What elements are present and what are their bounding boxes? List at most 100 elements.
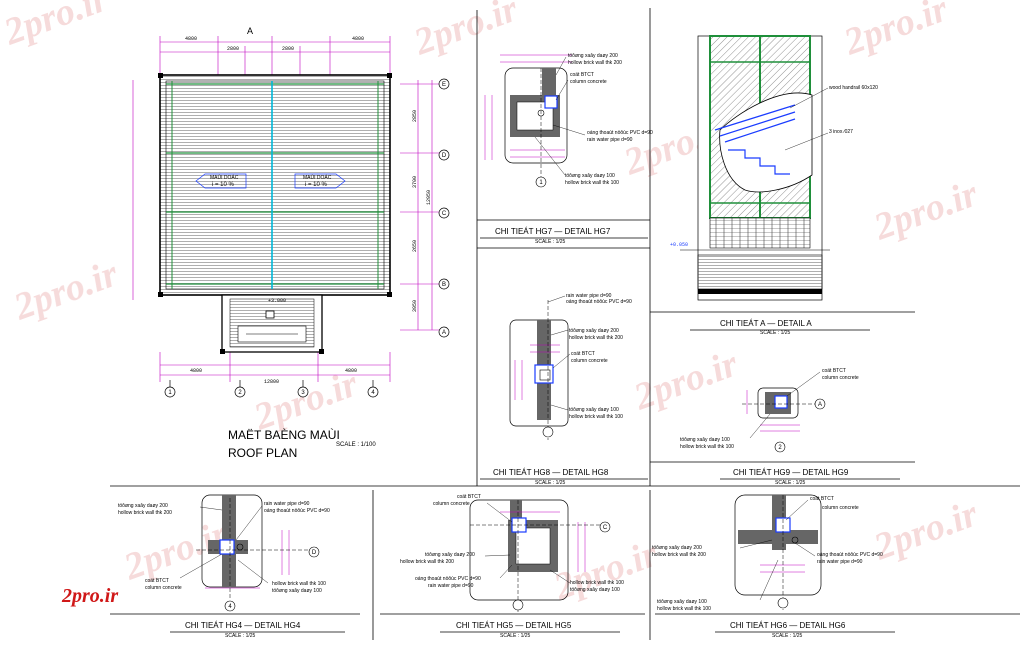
watermark-layer: 2pro.ir 2pro.ir 2pro.ir 2pro.ir 2pro.ir … bbox=[0, 0, 984, 609]
hg6-scale: SCALE : 1/25 bbox=[772, 633, 803, 639]
sheet-frame bbox=[110, 8, 1020, 640]
hg8-title: CHI TIEÁT HG8 — DETAIL HG8 bbox=[493, 468, 609, 477]
hg9-note-2: column concrete bbox=[822, 375, 859, 381]
grid-bubble-c: C bbox=[442, 211, 447, 217]
dim-right-4: 3950 bbox=[412, 300, 418, 312]
dim-top-3: 2800 bbox=[282, 46, 294, 52]
hg7-note-8: hollow brick wall thk 100 bbox=[565, 180, 619, 186]
dim-bottom-1: 4800 bbox=[190, 368, 202, 374]
hg7-scale: SCALE : 1/25 bbox=[535, 239, 566, 245]
svg-text:2pro.ir: 2pro.ir bbox=[548, 532, 665, 609]
hg5-note-5: oáng thoaùt nöôùc PVC d=90 bbox=[415, 576, 481, 582]
hg4-title: CHI TIEÁT HG4 — DETAIL HG4 bbox=[185, 621, 301, 630]
hg6-note-1: coät BTCT bbox=[810, 496, 834, 502]
hg7-note-7: töôøng xaây daøy 100 bbox=[565, 173, 615, 179]
hg4-grid-4: 4 bbox=[228, 604, 232, 610]
dim-top-2: 2800 bbox=[227, 46, 239, 52]
hg7-note-4: column concrete bbox=[570, 79, 607, 85]
canopy-level: +3.000 bbox=[268, 298, 286, 304]
svg-text:2pro.ir: 2pro.ir bbox=[838, 0, 955, 64]
hg8-scale: SCALE : 1/25 bbox=[535, 480, 566, 486]
svg-text:2pro.ir: 2pro.ir bbox=[61, 585, 118, 607]
dim-right-3: 2650 bbox=[412, 240, 418, 252]
detail-a-title: CHI TIEÁT A — DETAIL A bbox=[720, 319, 812, 328]
hg6-note-2: column concrete bbox=[822, 505, 859, 511]
hg6-note-6: rain water pipe d=90 bbox=[817, 559, 863, 565]
detail-a-scale: SCALE : 1/25 bbox=[760, 330, 791, 336]
hg8-note-7: töôøng xaây daøy 100 bbox=[569, 407, 619, 413]
hg5-note-7: hollow brick wall thk 100 bbox=[570, 580, 624, 586]
hg5-title: CHI TIEÁT HG5 — DETAIL HG5 bbox=[456, 621, 572, 630]
hg4-grid-d: D bbox=[312, 550, 317, 556]
svg-text:2pro.ir: 2pro.ir bbox=[868, 492, 985, 569]
roof-plan-title-vn: MAËT BAÈNG MAÙI bbox=[228, 427, 340, 442]
dim-right-total: 12950 bbox=[426, 190, 432, 205]
hg6-note-8: hollow brick wall thk 100 bbox=[657, 606, 711, 612]
hg4-note-2: hollow brick wall thk 200 bbox=[118, 510, 172, 516]
roof-plan: 4800 2800 2800 4800 4800 12800 4800 2850… bbox=[132, 26, 450, 460]
hg9-note-3: töôøng xaây daøy 100 bbox=[680, 437, 730, 443]
detail-a-note-2: 3 inox ∕027 bbox=[829, 129, 853, 135]
hg8-note-1: rain water pipe d=90 bbox=[566, 293, 612, 299]
hg9-grid-a: A bbox=[818, 402, 822, 408]
hg6-note-7: töôøng xaây daøy 100 bbox=[657, 599, 707, 605]
hg8-note-2: oáng thoaùt nöôùc PVC d=90 bbox=[566, 299, 632, 305]
dim-right-2: 3700 bbox=[412, 176, 418, 188]
grid-bubble-e: E bbox=[442, 82, 446, 88]
dim-bottom-3: 4800 bbox=[345, 368, 357, 374]
hg8-note-5: coät BTCT bbox=[571, 351, 595, 357]
hg8-note-6: column concrete bbox=[571, 358, 608, 364]
detail-hg9: A 2 coät BTCT column concrete töôøng xaâ… bbox=[680, 368, 859, 486]
dim-bottom-2: 12800 bbox=[264, 379, 279, 385]
hg7-note-5: oáng thoaùt nöôùc PVC d=90 bbox=[587, 130, 653, 136]
hg5-grid-c: C bbox=[603, 525, 608, 531]
detail-hg6: coät BTCT column concrete töôøng xaây da… bbox=[652, 494, 883, 639]
hg4-note-3: rain water pipe d=90 bbox=[264, 501, 310, 507]
grid-bubble-b: B bbox=[442, 282, 446, 288]
grid-bubble-4: 4 bbox=[371, 390, 375, 396]
dim-top-4: 4800 bbox=[352, 36, 364, 42]
hg8-note-4: hollow brick wall thk 200 bbox=[569, 335, 623, 341]
hg5-note-1: coät BTCT bbox=[457, 494, 481, 500]
hg4-note-4: oáng thoaùt nöôùc PVC d=90 bbox=[264, 508, 330, 514]
slope-left-label: MAÙI DOÁC bbox=[210, 174, 239, 181]
grid-bubble-1: 1 bbox=[168, 390, 172, 396]
hg4-note-1: töôøng xaây daøy 200 bbox=[118, 503, 168, 509]
hg4-note-5: coät BTCT bbox=[145, 578, 169, 584]
hg4-scale: SCALE : 1/25 bbox=[225, 633, 256, 639]
hg4-note-8: töôøng xaây daøy 100 bbox=[272, 588, 322, 594]
slope-right-label: MAÙI DOÁC bbox=[303, 174, 332, 181]
svg-text:2pro.ir: 2pro.ir bbox=[868, 172, 985, 249]
detail-hg8: rain water pipe d=90 oáng thoaùt nöôùc P… bbox=[493, 293, 632, 486]
dim-top-1: 4800 bbox=[185, 36, 197, 42]
grid-bubble-2: 2 bbox=[238, 390, 242, 396]
hg8-note-3: töôøng xaây daøy 200 bbox=[569, 328, 619, 334]
brand-logo: 2pro.ir bbox=[61, 585, 118, 607]
hg7-note-2: hollow brick wall thk 200 bbox=[568, 60, 622, 66]
hg7-note-1: töôøng xaây daøy 200 bbox=[568, 53, 618, 59]
svg-text:2pro.ir: 2pro.ir bbox=[0, 0, 114, 54]
svg-text:2pro.ir: 2pro.ir bbox=[8, 252, 125, 329]
hg6-note-4: hollow brick wall thk 200 bbox=[652, 552, 706, 558]
section-label-a: A bbox=[247, 26, 253, 36]
hg7-grid-bubble: 1 bbox=[539, 180, 543, 186]
detail-a-note-1: wood handrail 60x120 bbox=[829, 85, 878, 91]
hg7-note-6: rain water pipe d=90 bbox=[587, 137, 633, 143]
grid-bubble-3: 3 bbox=[301, 390, 305, 396]
hg4-note-6: column concrete bbox=[145, 585, 182, 591]
svg-text:2pro.ir: 2pro.ir bbox=[408, 0, 525, 64]
detail-a: wood handrail 60x120 3 inox ∕027 +0.050 … bbox=[670, 35, 878, 336]
hg5-note-3: töôøng xaây daøy 200 bbox=[425, 552, 475, 558]
dim-right-1: 2850 bbox=[412, 110, 418, 122]
hg4-note-7: hollow brick wall thk 100 bbox=[272, 581, 326, 587]
hg6-note-5: oáng thoaùt nöôùc PVC d=90 bbox=[817, 552, 883, 558]
hg6-note-3: töôøng xaây daøy 200 bbox=[652, 545, 702, 551]
detail-hg7: 1 töôøng xaây daøy 200 hollow brick wall… bbox=[484, 53, 653, 245]
hg5-note-2: column concrete bbox=[433, 501, 470, 507]
detail-hg5: C coät BTCT column concrete töôøng xaây … bbox=[400, 494, 624, 639]
hg5-note-4: hollow brick wall thk 200 bbox=[400, 559, 454, 565]
hg9-note-4: hollow brick wall thk 100 bbox=[680, 444, 734, 450]
grid-bubble-d: D bbox=[442, 153, 447, 159]
detail-a-level: +0.050 bbox=[670, 242, 688, 248]
